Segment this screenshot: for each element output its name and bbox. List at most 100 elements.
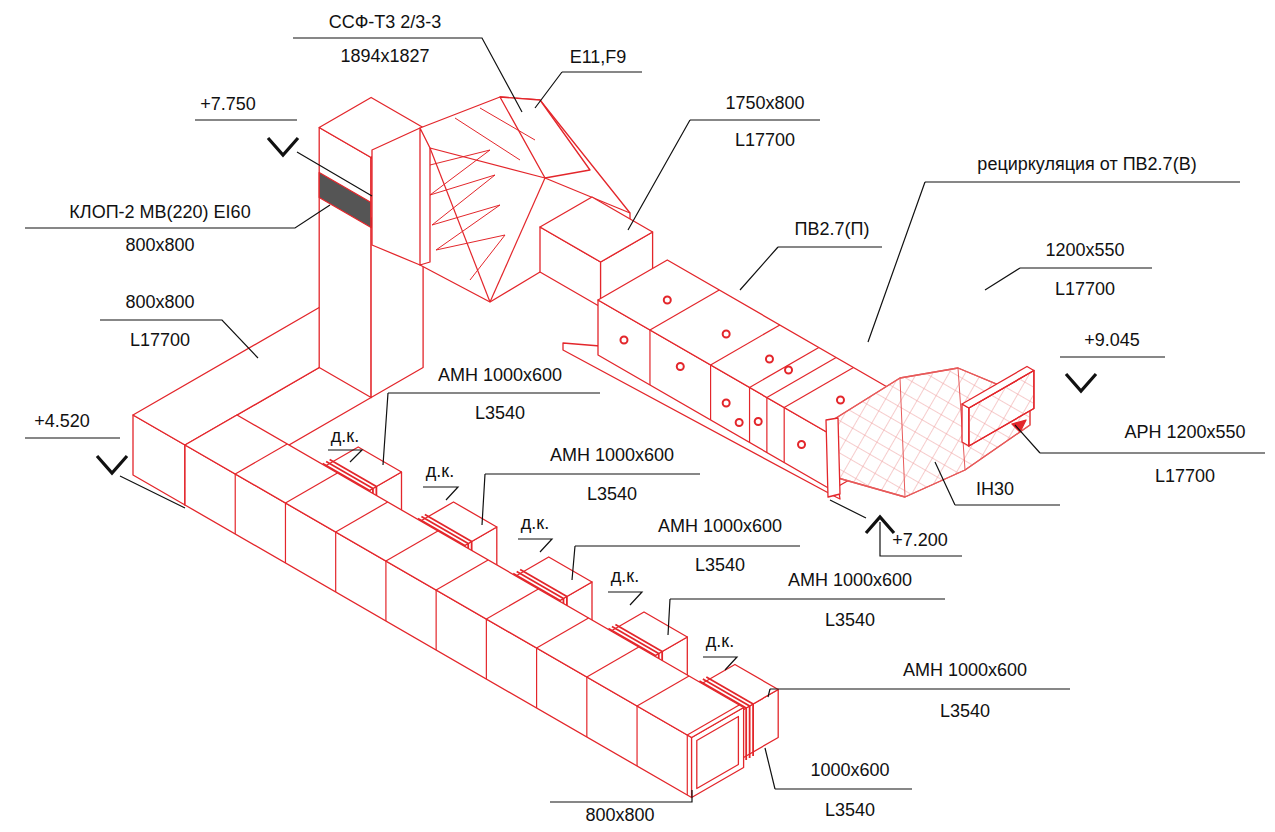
duct-joint <box>436 560 488 590</box>
unit-icon <box>785 367 792 374</box>
insulation-edge <box>900 378 905 497</box>
duct-end <box>697 717 739 789</box>
filter-edge <box>490 178 545 302</box>
dimension-label: КЛОП-2 МВ(220) EI60 <box>67 202 252 222</box>
duct-joint <box>687 735 688 795</box>
duct-joint <box>235 474 236 534</box>
duct-segment <box>962 404 969 446</box>
leader-line <box>668 599 945 635</box>
dimension-label: L3540 <box>693 555 747 575</box>
filter-pocket <box>470 235 505 280</box>
duct-flange <box>826 418 840 497</box>
leader-line <box>703 657 737 670</box>
dimension-label: д.к. <box>609 566 641 586</box>
duct-joint <box>235 444 287 474</box>
dimension-label: АМН 1000x600 <box>901 660 1029 680</box>
dimension-label: АМН 1000x600 <box>548 445 676 465</box>
duct-joint <box>436 590 437 650</box>
duct-joint <box>486 589 538 619</box>
duct-joint <box>486 619 487 679</box>
filter-pocket <box>455 118 520 160</box>
dimension-label: IН30 <box>974 479 1016 499</box>
unit-section-line <box>650 290 719 330</box>
unit-icon <box>620 337 627 344</box>
dimension-label: E11,F9 <box>568 47 629 67</box>
dimension-label: L17700 <box>1153 466 1217 486</box>
filter-pocket <box>432 175 495 225</box>
leader-line <box>518 539 552 552</box>
duct-network <box>133 97 1034 798</box>
leader-line <box>423 487 458 500</box>
filter-edge <box>430 148 545 178</box>
duct-joint <box>587 647 639 677</box>
dimension-label: АРН 1200x550 <box>1122 422 1247 442</box>
unit-icon <box>736 419 743 426</box>
unit-section-line <box>784 368 853 408</box>
damper <box>749 706 751 758</box>
dimension-label: L3540 <box>823 800 877 820</box>
dimension-label: д.к. <box>329 426 361 446</box>
unit-icon <box>798 441 805 448</box>
leader-line <box>535 72 642 108</box>
dimension-label: L3540 <box>823 610 877 630</box>
dimension-label: рециркуляция от ПВ2.7(В) <box>975 154 1198 174</box>
dimension-label: +7.750 <box>198 94 258 114</box>
leader-line <box>293 38 522 112</box>
duct-riser <box>319 128 371 398</box>
leader-line <box>868 182 1240 342</box>
leader-line <box>1060 356 1165 357</box>
leader-line <box>328 450 362 462</box>
filter-pocket <box>430 150 490 165</box>
damper <box>745 708 747 760</box>
dimension-label: 1000x600 <box>808 760 891 780</box>
dimension-label: ССФ-Т3 2/3-3 <box>327 12 444 32</box>
duct-joint <box>335 532 336 592</box>
unit-icon <box>837 397 844 404</box>
dimension-label: АМН 1000x600 <box>786 570 914 590</box>
elevation-mark <box>97 456 127 473</box>
duct-joint <box>285 503 286 563</box>
dimension-label: 1200x550 <box>1043 240 1126 260</box>
dimension-label: д.к. <box>704 631 736 651</box>
leader-line <box>572 546 800 580</box>
duct-main <box>185 415 744 738</box>
duct-joint <box>336 502 388 532</box>
leader-line <box>740 247 882 290</box>
duct-main <box>185 445 692 798</box>
dimension-label: L17700 <box>128 330 192 350</box>
duct-joint <box>537 618 589 648</box>
duct-joint <box>385 561 386 621</box>
dimension-label: +4.520 <box>32 411 92 431</box>
dimension-label: L17700 <box>733 130 797 150</box>
elevation-mark <box>1066 374 1096 391</box>
unit-icon <box>755 418 762 425</box>
duct-joint <box>386 531 438 561</box>
dimension-label: АМН 1000x600 <box>656 516 784 536</box>
filter-pocket <box>480 108 535 140</box>
leader-line <box>195 120 372 196</box>
leader-line <box>768 689 1070 697</box>
leader-line <box>830 500 962 556</box>
unit-section-line <box>749 388 750 443</box>
dimension-label: L3540 <box>473 403 527 423</box>
dimension-label: +7.200 <box>890 530 950 550</box>
filter-flange <box>420 128 430 265</box>
filter-top <box>500 97 590 178</box>
duct-joint <box>285 473 337 503</box>
duct-joint <box>636 706 637 766</box>
dimension-label: АМН 1000x600 <box>436 365 564 385</box>
unit-section-line <box>766 398 767 453</box>
leader-line <box>765 748 912 789</box>
leader-line <box>608 592 642 605</box>
damper <box>752 704 754 756</box>
dimension-label: +9.045 <box>1082 330 1142 350</box>
unit-section-line <box>710 365 711 420</box>
unit-section-line <box>750 348 819 388</box>
filter-pocket <box>432 205 500 225</box>
leader-line <box>935 462 1060 505</box>
filter-pocket <box>430 150 490 195</box>
